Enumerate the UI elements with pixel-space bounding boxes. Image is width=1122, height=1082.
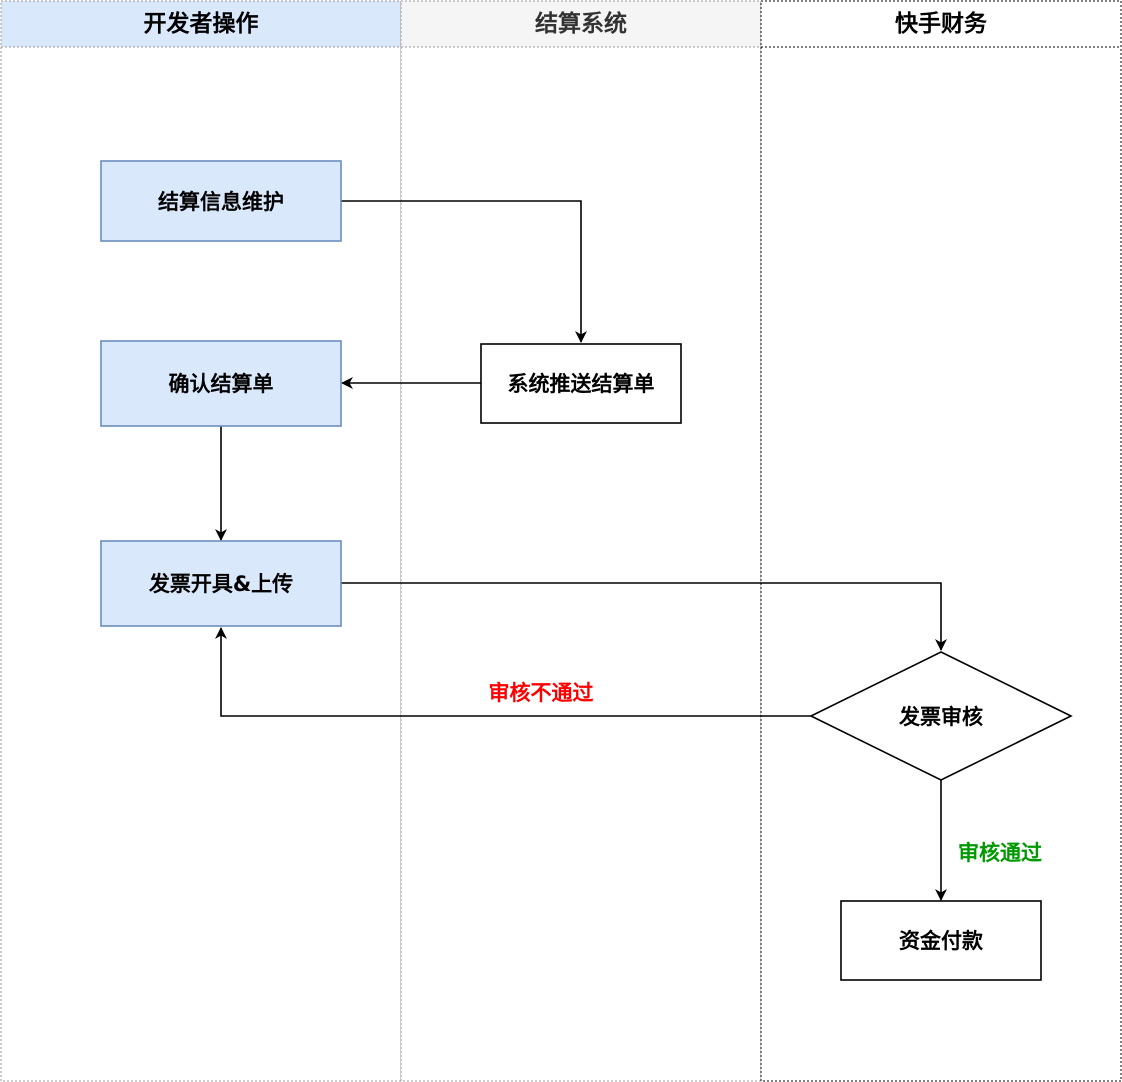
node-review-diamond [809, 651, 1073, 781]
node-review[interactable]: 发票审核 [809, 651, 1073, 781]
node-invoice[interactable]: 发票开具&上传 [100, 540, 342, 627]
edge-maintain-to-push [341, 200, 587, 343]
lane-finance-title: 快手财务 [895, 11, 988, 37]
node-push-box [480, 343, 682, 424]
lane-settlement-header [400, 0, 762, 48]
node-maintain-box [100, 160, 342, 242]
edge-label-reject: 审核不通过 [489, 681, 594, 705]
node-payment-box [840, 900, 1042, 981]
lane-developer-title: 开发者操作 [144, 10, 259, 37]
edges [215, 200, 947, 901]
lane-settlement-body [400, 0, 762, 1082]
node-push-label: 系统推送结算单 [508, 372, 655, 396]
lane-settlement-system: 结算系统 [400, 0, 762, 1082]
node-invoice-label: 发票开具&上传 [148, 572, 293, 596]
node-review-label: 发票审核 [898, 705, 983, 729]
lane-developer-header [0, 0, 402, 48]
edge-invoice-to-review [341, 582, 947, 651]
lane-finance-header [760, 0, 1122, 48]
node-push[interactable]: 系统推送结算单 [480, 343, 682, 424]
node-confirm[interactable]: 确认结算单 [100, 340, 342, 427]
node-payment-label: 资金付款 [899, 929, 984, 953]
node-maintain-label: 结算信息维护 [158, 190, 284, 214]
node-confirm-label: 确认结算单 [169, 372, 274, 396]
node-payment[interactable]: 资金付款 [840, 900, 1042, 981]
node-maintain[interactable]: 结算信息维护 [100, 160, 342, 242]
lane-settlement-title: 结算系统 [535, 10, 627, 37]
edge-label-approve: 审核通过 [958, 841, 1042, 865]
edge-review-reject [215, 627, 811, 717]
lane-finance: 快手财务 [760, 0, 1122, 1082]
node-invoice-box [100, 540, 342, 627]
node-confirm-box [100, 340, 342, 427]
